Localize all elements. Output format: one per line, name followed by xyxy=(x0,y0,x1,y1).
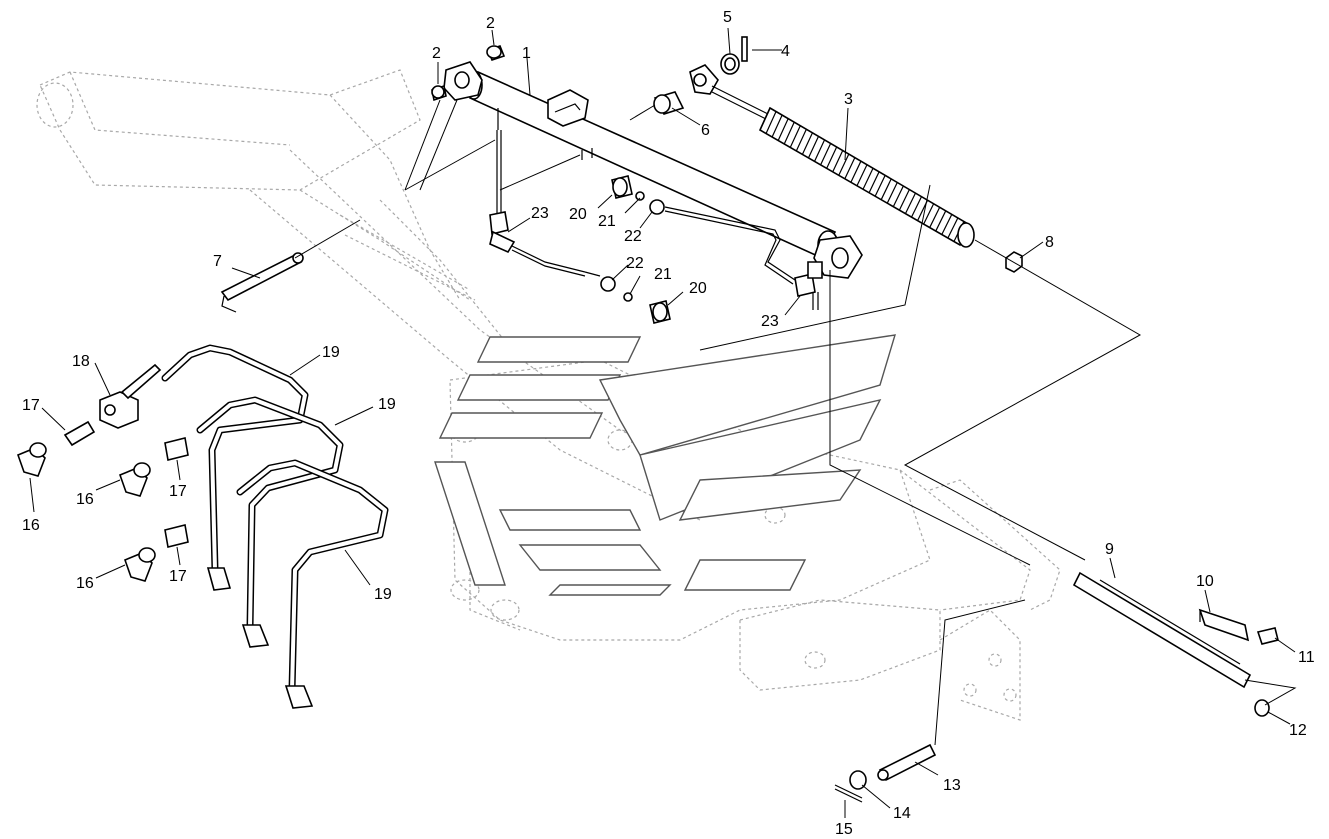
callout-16-a: 16 xyxy=(22,517,40,534)
spring-coil-ridge xyxy=(777,118,789,141)
spring-coil-ridge xyxy=(874,175,886,197)
callout-4: 4 xyxy=(781,43,790,60)
spring-coil-ridge xyxy=(844,157,856,180)
callout-23-b: 23 xyxy=(761,313,779,330)
spring-coil-ridge xyxy=(765,111,777,134)
bushing-2-pair xyxy=(431,45,506,102)
spring-coil-ridge xyxy=(892,185,904,207)
callout-10: 10 xyxy=(1196,573,1214,590)
valve-18 xyxy=(99,363,162,429)
spring-coil-ridge xyxy=(904,192,916,214)
spring-coil-ridge xyxy=(814,139,826,162)
bolt-11 xyxy=(1256,627,1279,645)
watermark-logo xyxy=(434,334,896,596)
washer-5 xyxy=(720,53,740,75)
callout-9: 9 xyxy=(1105,541,1114,558)
bracket-10 xyxy=(1198,608,1250,642)
callout-13: 13 xyxy=(943,777,961,794)
callout-21-b: 21 xyxy=(654,266,672,283)
callout-3: 3 xyxy=(844,91,853,108)
callout-19-a: 19 xyxy=(322,344,340,361)
callout-17-a: 17 xyxy=(22,397,40,414)
spring-coil-ridge xyxy=(789,125,801,148)
callout-22-a: 22 xyxy=(624,228,642,245)
pin-13 xyxy=(877,743,937,782)
spring-coil-ridge xyxy=(898,189,910,211)
spring-coil-ridge xyxy=(759,107,771,131)
callout-6: 6 xyxy=(701,122,710,139)
spring-coil-ridge xyxy=(807,136,820,159)
callout-17-b: 17 xyxy=(169,483,187,500)
link-bar-9 xyxy=(1072,571,1252,689)
hydraulic-line-assembly xyxy=(489,130,823,324)
fitting-17-group xyxy=(63,420,189,548)
callout-2-upper: 2 xyxy=(486,15,495,32)
spring-coil-ridge xyxy=(910,196,923,218)
callout-20-a: 20 xyxy=(569,206,587,223)
clip-12 xyxy=(1254,699,1270,717)
callout-numbers: 1 2 2 3 4 5 6 7 8 9 10 11 12 13 14 15 16… xyxy=(22,9,1315,838)
callout-18: 18 xyxy=(72,353,90,370)
callout-19-b: 19 xyxy=(378,396,396,413)
spring-coil-ridge xyxy=(783,121,795,145)
callout-23-a: 23 xyxy=(531,205,549,222)
assembly-lines xyxy=(294,99,1297,746)
spring-coil-ridge xyxy=(820,143,832,166)
spring-coil-ridge xyxy=(923,203,935,225)
cap-16-group xyxy=(16,442,156,582)
callout-21-a: 21 xyxy=(598,213,616,230)
callout-leaders xyxy=(29,27,1296,818)
callout-1: 1 xyxy=(522,45,531,62)
callout-2-lower: 2 xyxy=(432,45,441,62)
callout-17-c: 17 xyxy=(169,568,187,585)
spring-coil-ridge xyxy=(929,207,941,228)
spring-coil-ridge xyxy=(856,164,868,187)
pin-7 xyxy=(220,252,304,313)
callout-20-b: 20 xyxy=(689,280,707,297)
spring-coil-ridge xyxy=(886,182,898,204)
hose-19-group xyxy=(161,344,389,709)
callout-5: 5 xyxy=(723,9,732,26)
spring-coil-ridge xyxy=(935,210,947,232)
callout-12: 12 xyxy=(1289,722,1307,739)
callout-8: 8 xyxy=(1045,234,1054,251)
callout-7: 7 xyxy=(213,253,222,270)
spring-rod xyxy=(689,64,975,248)
spring-coil-ridge xyxy=(862,168,874,190)
callout-11: 11 xyxy=(1298,649,1315,666)
spring-coil-ridge xyxy=(826,146,838,169)
bush-6 xyxy=(653,91,685,115)
spring-coil-ridge xyxy=(947,217,959,239)
callout-19-c: 19 xyxy=(374,586,392,603)
spring-coil-ridge xyxy=(832,150,844,173)
spring-coil-ridge xyxy=(880,178,892,200)
callout-22-b: 22 xyxy=(626,255,644,272)
hydraulic-cylinder xyxy=(443,61,863,279)
spring-coil-ridge xyxy=(838,153,850,176)
callout-14: 14 xyxy=(893,805,911,822)
pin-15 xyxy=(834,784,863,803)
callout-16-c: 16 xyxy=(76,575,94,592)
spring-coil-ridge xyxy=(850,160,862,183)
callout-15: 15 xyxy=(835,821,853,838)
washer-14 xyxy=(849,770,867,790)
spring-coil-ridge xyxy=(941,214,953,235)
pin-4 xyxy=(741,36,748,62)
spring-coil-ridge xyxy=(801,132,813,155)
callout-16-b: 16 xyxy=(76,491,94,508)
spring-coil-ridge xyxy=(868,171,880,193)
spring-coil-ridge xyxy=(795,129,807,152)
spring-coil-ridge xyxy=(771,114,783,138)
